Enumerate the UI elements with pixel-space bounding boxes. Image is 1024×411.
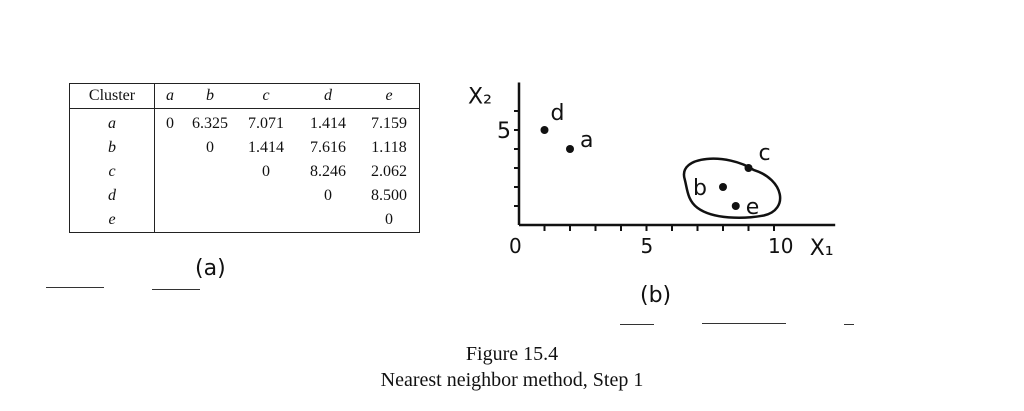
caption-title: Figure 15.4 xyxy=(465,343,559,365)
plot-marks: a b c d e xyxy=(540,101,771,220)
table-header-b: b xyxy=(185,83,235,109)
point-c xyxy=(744,164,753,172)
table-row: d 0 8.500 xyxy=(69,184,420,208)
point-label-d: d xyxy=(551,101,565,126)
table-header-cluster: Cluster xyxy=(69,83,155,109)
table-cell: 1.414 xyxy=(310,115,346,132)
table-row-label: e xyxy=(69,208,155,233)
rule-line xyxy=(46,287,104,288)
point-a xyxy=(566,145,574,153)
table-cell: 7.616 xyxy=(310,139,346,156)
table-cell: 0 xyxy=(324,187,332,204)
table-cell xyxy=(185,208,235,233)
table-cell xyxy=(235,208,297,233)
y-axis-label: X₂ xyxy=(468,84,492,109)
table-row-label: a xyxy=(69,108,155,136)
table-header-d: d xyxy=(297,83,359,109)
table-row: c 0 8.246 2.062 xyxy=(69,160,420,184)
figure-caption: Figure 15.4 Nearest neighbor method, Ste… xyxy=(0,341,1024,393)
point-label-a: a xyxy=(580,128,593,153)
table-cell: 1.414 xyxy=(248,139,284,156)
rule-line xyxy=(152,289,200,290)
plot-axes xyxy=(517,82,836,227)
table-cell: 8.500 xyxy=(371,187,407,204)
panel-label-b: (b) xyxy=(640,283,672,308)
table-cell xyxy=(155,136,186,160)
cluster-outline xyxy=(682,157,782,220)
rule-line xyxy=(702,323,786,324)
point-d xyxy=(540,126,549,134)
table-cell xyxy=(185,184,235,208)
table-header-a: a xyxy=(154,83,185,109)
table-header-e: e xyxy=(359,83,420,109)
table-cell xyxy=(155,184,186,208)
x-tick-label: 0 xyxy=(509,234,522,258)
table-cell: 2.062 xyxy=(371,163,407,180)
table-cell xyxy=(297,208,359,233)
caption-subtitle: Nearest neighbor method, Step 1 xyxy=(380,369,644,391)
table-header-row: Cluster a b c d e xyxy=(69,83,420,109)
table-cell: 1.118 xyxy=(371,139,407,156)
x-tick-label: 5 xyxy=(641,234,654,258)
point-label-e: e xyxy=(746,195,760,220)
table-row-label: b xyxy=(69,136,155,160)
table-row: a 0 6.325 7.071 1.414 7.159 xyxy=(69,108,420,136)
point-e xyxy=(731,202,740,210)
x-tick-label: 10 xyxy=(768,234,793,258)
table-cell: 6.325 xyxy=(192,115,228,132)
table-cell xyxy=(155,160,186,184)
table-row-label: d xyxy=(69,184,155,208)
y-tick-label: 5 xyxy=(497,119,511,144)
table-cell: 0 xyxy=(385,211,393,228)
panel-label-a: (a) xyxy=(195,256,226,281)
table-cell: 0 xyxy=(166,115,174,132)
x-axis-label: X₁ xyxy=(810,236,834,261)
table-row-label: c xyxy=(69,160,155,184)
table-cell: 0 xyxy=(206,139,214,156)
point-b xyxy=(719,183,727,191)
table-cell: 8.246 xyxy=(310,163,346,180)
table-row: e 0 xyxy=(69,208,420,233)
point-label-b: b xyxy=(693,176,707,201)
table-cell xyxy=(185,160,235,184)
table-cell: 7.159 xyxy=(371,115,407,132)
table-header-c: c xyxy=(235,83,297,109)
table-cell: 0 xyxy=(262,163,270,180)
distance-table: Cluster a b c d e a 0 6.325 7.071 1.414 … xyxy=(69,83,420,233)
rule-line xyxy=(620,324,654,325)
table-row: b 0 1.414 7.616 1.118 xyxy=(69,136,420,160)
rule-line xyxy=(844,324,854,325)
table-cell xyxy=(155,208,186,233)
table-cell xyxy=(235,184,297,208)
table-cell: 7.071 xyxy=(248,115,284,132)
point-label-c: c xyxy=(759,141,771,166)
